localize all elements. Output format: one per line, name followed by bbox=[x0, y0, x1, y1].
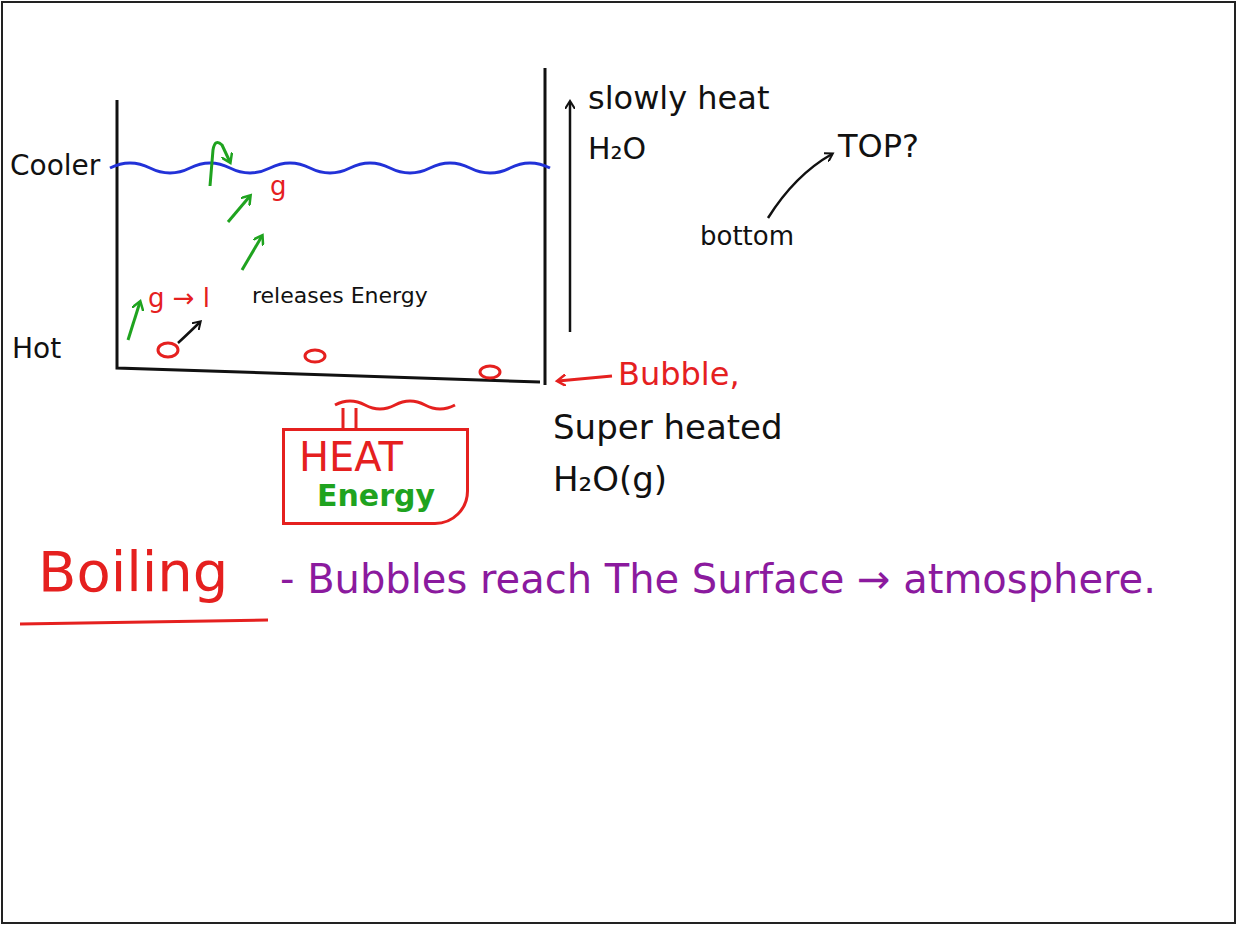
phase-change: g → l bbox=[148, 284, 210, 314]
green-arrow bbox=[128, 302, 140, 340]
side-label: Cooler bbox=[10, 150, 100, 182]
bubble-label: Bubble, bbox=[618, 356, 740, 393]
pot-wall bbox=[544, 68, 547, 385]
note: releases Energy bbox=[252, 283, 428, 308]
bubble bbox=[305, 350, 325, 362]
burner-stem bbox=[342, 408, 345, 428]
water-surface bbox=[110, 163, 550, 173]
bubble bbox=[158, 343, 178, 357]
phase-label: g bbox=[270, 172, 287, 202]
definition: - Bubbles reach The Surface → atmosphere… bbox=[280, 556, 1156, 602]
green-arrow bbox=[210, 142, 230, 186]
formula: H₂O(g) bbox=[553, 460, 667, 499]
heat-direction-arrow bbox=[569, 102, 572, 332]
formula: H₂O bbox=[588, 132, 646, 167]
note: slowly heat bbox=[588, 80, 769, 117]
curved-arrow bbox=[768, 154, 832, 218]
side-label: Hot bbox=[12, 333, 61, 365]
energy-word: Energy bbox=[299, 479, 452, 512]
burner-stem bbox=[355, 408, 358, 428]
curved-arrow bbox=[178, 322, 200, 343]
heat-word: HEAT bbox=[299, 435, 452, 479]
note: Super heated bbox=[553, 408, 783, 447]
green-arrow bbox=[242, 236, 262, 270]
heat-source: HEATEnergy bbox=[282, 428, 469, 525]
pot-wall bbox=[117, 100, 540, 382]
bubble bbox=[480, 366, 500, 378]
note: TOP? bbox=[838, 128, 919, 165]
term: Boiling bbox=[38, 540, 228, 604]
flame bbox=[335, 401, 455, 409]
green-arrow bbox=[228, 196, 250, 222]
underline bbox=[20, 620, 268, 624]
pointer-arrow bbox=[558, 376, 612, 381]
note: bottom bbox=[700, 222, 794, 252]
